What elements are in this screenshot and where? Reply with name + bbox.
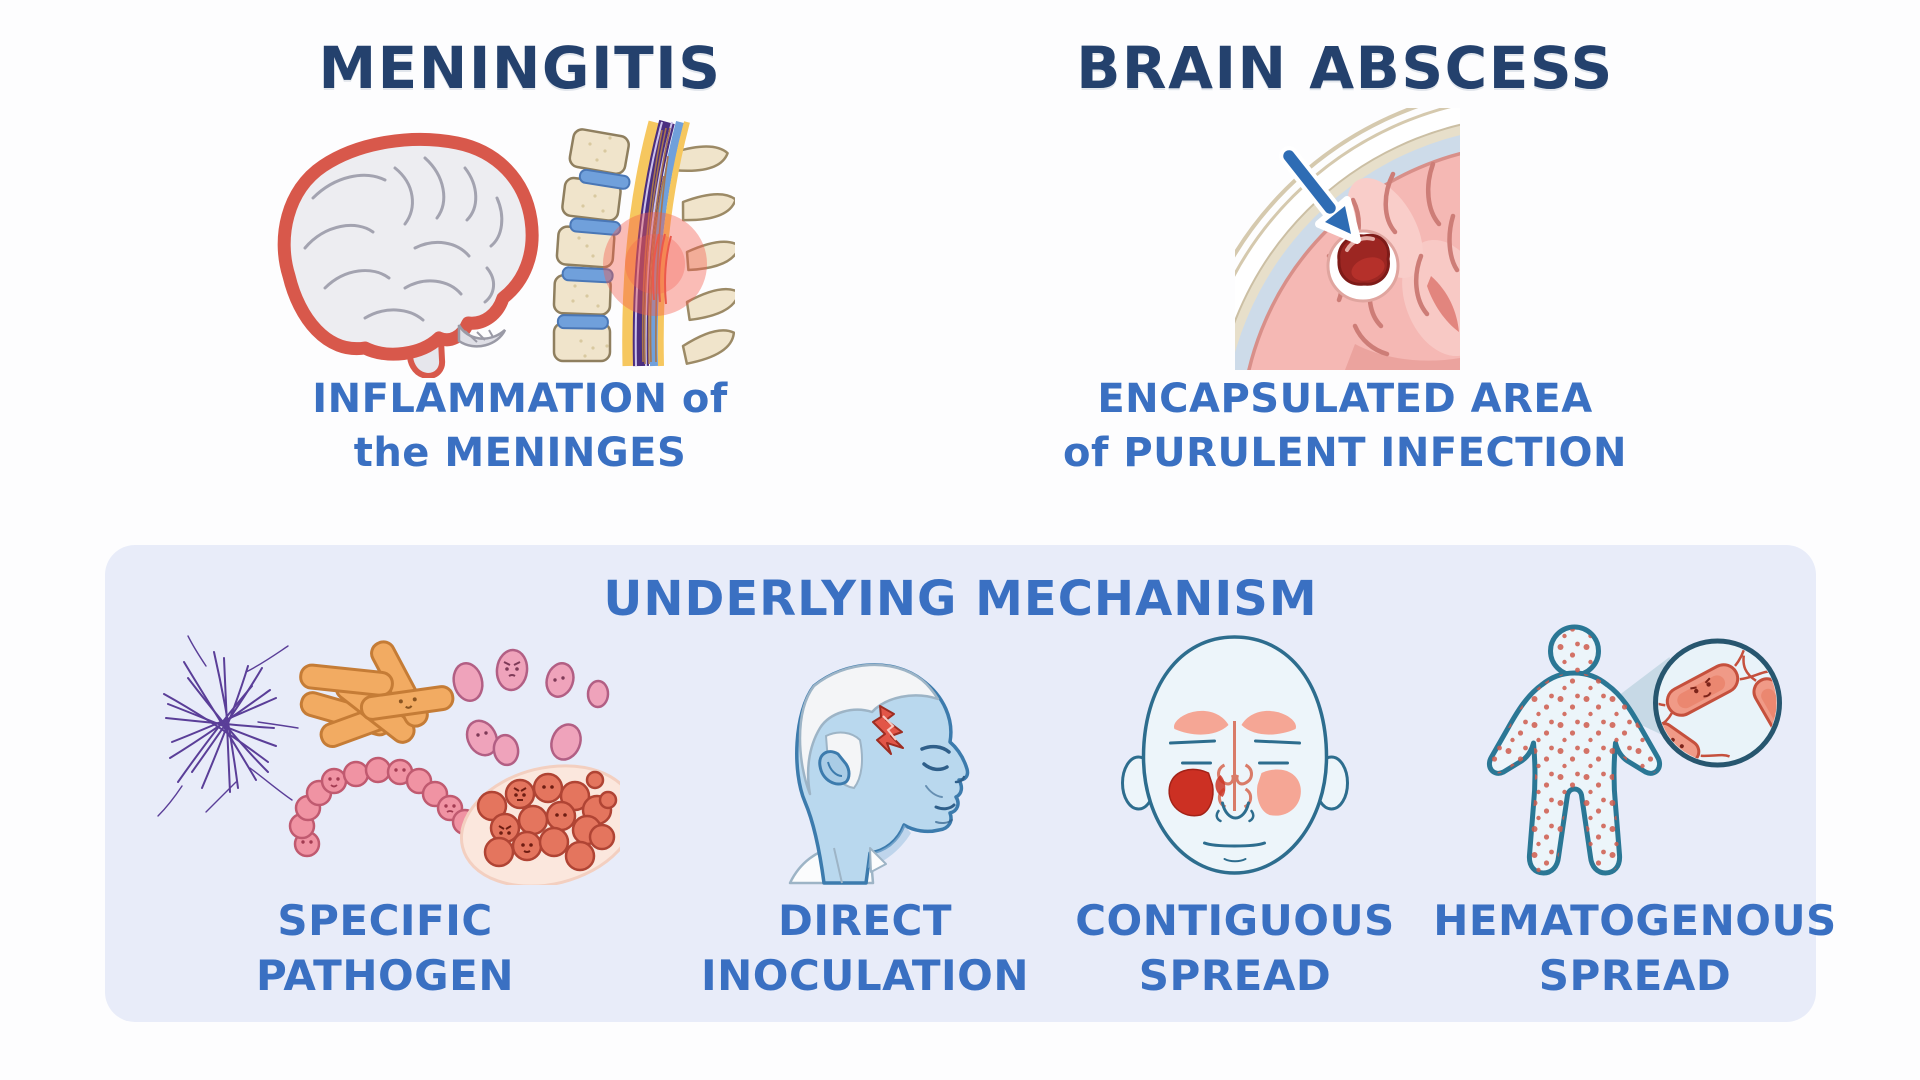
label-line1: SPECIFIC xyxy=(277,896,493,945)
mechanism-panel-title: UNDERLYING MECHANISM xyxy=(603,571,1318,627)
direct-inoculation-label: DIRECT INOCULATION xyxy=(675,893,1055,1003)
brain-abscess-section: BRAIN ABSCESS xyxy=(1020,0,1670,545)
brain-abscess-title: BRAIN ABSCESS xyxy=(1076,34,1614,102)
frontal-sinuses xyxy=(1173,710,1297,735)
streptococci-chain xyxy=(288,756,495,858)
label-line1: HEMATOGENOUS xyxy=(1433,896,1837,945)
brain-abscess-caption-line2: of PURULENT INFECTION xyxy=(1063,430,1627,476)
inflammation-glow xyxy=(603,212,707,316)
pathogens-icon xyxy=(157,635,620,885)
sinusitis-face-icon xyxy=(1121,635,1349,875)
label-line1: DIRECT xyxy=(778,896,952,945)
staphylococci-cluster xyxy=(459,764,620,885)
mechanism-item-contiguous-spread: CONTIGUOUS SPREAD xyxy=(1055,545,1415,1022)
hematogenous-spread-label: HEMATOGENOUS SPREAD xyxy=(1425,893,1845,1003)
mechanism-item-specific-pathogen: SPECIFIC PATHOGEN xyxy=(125,545,645,1022)
mechanism-item-hematogenous-spread: HEMATOGENOUS SPREAD xyxy=(1425,545,1845,1022)
brain-section-with-abscess-icon xyxy=(1235,108,1460,370)
label-line1: CONTIGUOUS xyxy=(1075,896,1395,945)
underlying-mechanism-panel: UNDERLYING MECHANISM xyxy=(105,545,1836,1022)
meningitis-caption-line1: INFLAMMATION of xyxy=(312,376,728,422)
bacteremia-body-icon xyxy=(1486,624,1782,876)
brain-abscess-caption-line1: ENCAPSULATED AREA xyxy=(1097,376,1593,422)
head-wound-icon xyxy=(788,663,970,885)
spinal-cord-inflammation-icon xyxy=(552,119,735,367)
abscess-lesion xyxy=(1326,229,1400,303)
mechanism-item-direct-inoculation: DIRECT INOCULATION xyxy=(675,545,1055,1022)
maxillary-sinus xyxy=(1257,769,1301,816)
label-line2: SPREAD xyxy=(1138,951,1332,1000)
label-line2: INOCULATION xyxy=(700,951,1030,1000)
contiguous-spread-label: CONTIGUOUS SPREAD xyxy=(1055,893,1415,1003)
label-line2: SPREAD xyxy=(1538,951,1732,1000)
infected-maxillary-sinus xyxy=(1168,768,1214,817)
specific-pathogen-label: SPECIFIC PATHOGEN xyxy=(125,893,645,1003)
magnifier-circle xyxy=(1653,638,1782,768)
fungal-hyphae xyxy=(163,651,277,793)
meningitis-caption-line2: the MENINGES xyxy=(353,430,687,476)
blood-bacteria-dots xyxy=(1489,673,1660,873)
meningitis-section: MENINGITIS xyxy=(160,0,880,545)
brain-with-inflamed-meninges-icon xyxy=(277,132,539,378)
meningitis-caption: INFLAMMATION of the MENINGES xyxy=(160,372,880,480)
gray-hair xyxy=(798,663,940,796)
label-line2: PATHOGEN xyxy=(256,951,514,1000)
brain-abscess-caption: ENCAPSULATED AREA of PURULENT INFECTION xyxy=(1020,372,1670,480)
meningitis-title: MENINGITIS xyxy=(318,34,722,102)
rod-bacteria xyxy=(299,640,455,749)
arrow-pointer-icon xyxy=(1279,146,1361,244)
oval-cocci xyxy=(452,648,610,767)
